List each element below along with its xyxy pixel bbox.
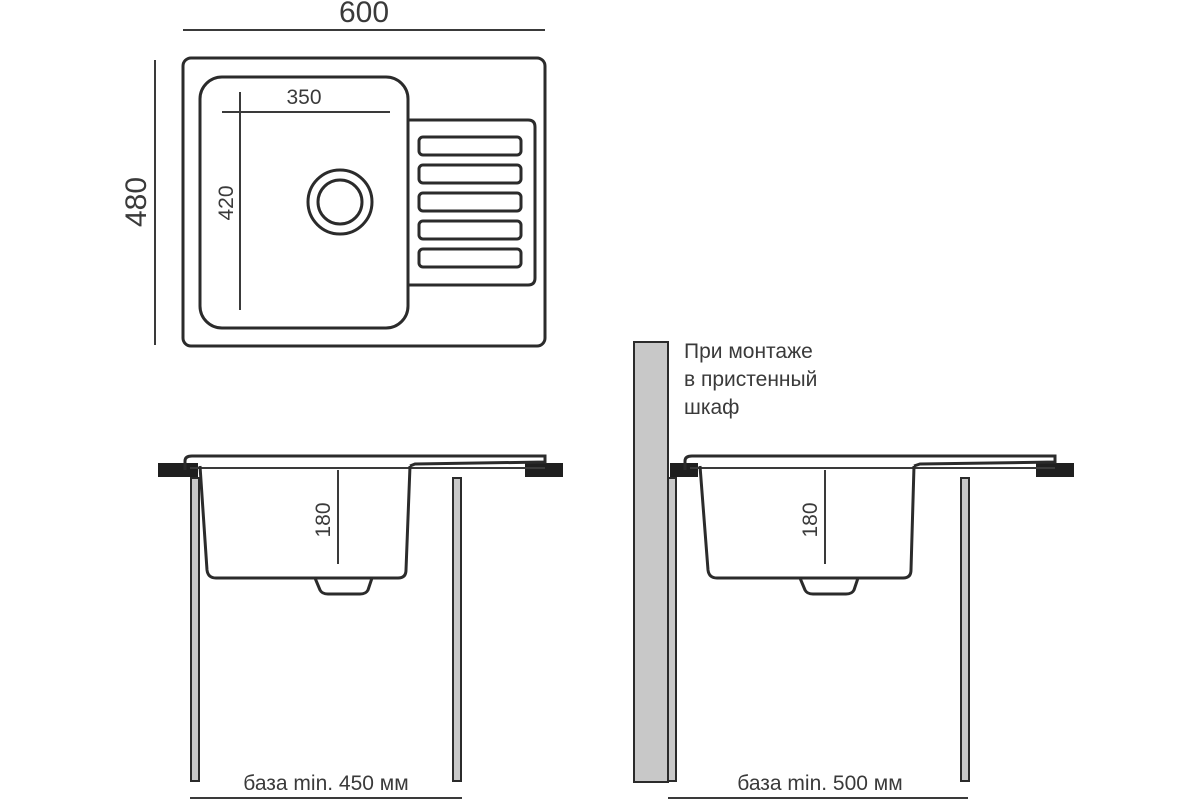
mounting-clip-icon (525, 463, 563, 477)
cabinet-wall (452, 477, 462, 782)
sink-rim (183, 454, 547, 470)
side-view-right: При монтаже в пристенный шкаф 180 база m… (633, 340, 1074, 799)
bowl-outline (198, 75, 410, 330)
top-view: 600 480 350 420 (120, 0, 547, 348)
drainboard-slot (417, 219, 523, 241)
bowl-width-label: 350 (286, 86, 321, 109)
sink-rim (683, 454, 1057, 470)
drainboard-slot (417, 163, 523, 185)
wall-cabinet (633, 341, 669, 783)
base-label: база min. 500 мм (737, 772, 902, 795)
cabinet-wall (960, 477, 970, 782)
depth-label: 180 (799, 502, 822, 537)
drainboard-outline (408, 118, 537, 287)
drain-icon (798, 577, 860, 596)
bowl-section (698, 465, 916, 580)
mounting-clip-icon (158, 463, 198, 477)
sink-outline (181, 56, 547, 348)
bowl-section (198, 465, 412, 580)
bowl-depth-label: 420 (215, 185, 238, 220)
mounting-note: При монтаже в пристенный шкаф (684, 340, 823, 419)
mounting-note-line: При монтаже (684, 340, 813, 363)
drainboard-slot (417, 191, 523, 213)
drain-icon (313, 577, 374, 596)
drain-outer-icon (306, 168, 374, 236)
mounting-clip-icon (1036, 463, 1074, 477)
mounting-note-line: шкаф (684, 396, 739, 419)
drainboard-slot (417, 247, 523, 269)
cabinet-wall (190, 477, 200, 782)
width-label: 600 (339, 0, 389, 29)
drainboard-slot (417, 135, 523, 157)
mounting-note-line: в пристенный (684, 368, 817, 391)
base-label: база min. 450 мм (243, 772, 408, 795)
cabinet-wall (667, 477, 677, 782)
depth-label: 180 (312, 502, 335, 537)
drain-inner-icon (316, 178, 364, 226)
side-view-left: 180 база min. 450 мм (158, 454, 563, 799)
height-label: 480 (120, 177, 153, 227)
